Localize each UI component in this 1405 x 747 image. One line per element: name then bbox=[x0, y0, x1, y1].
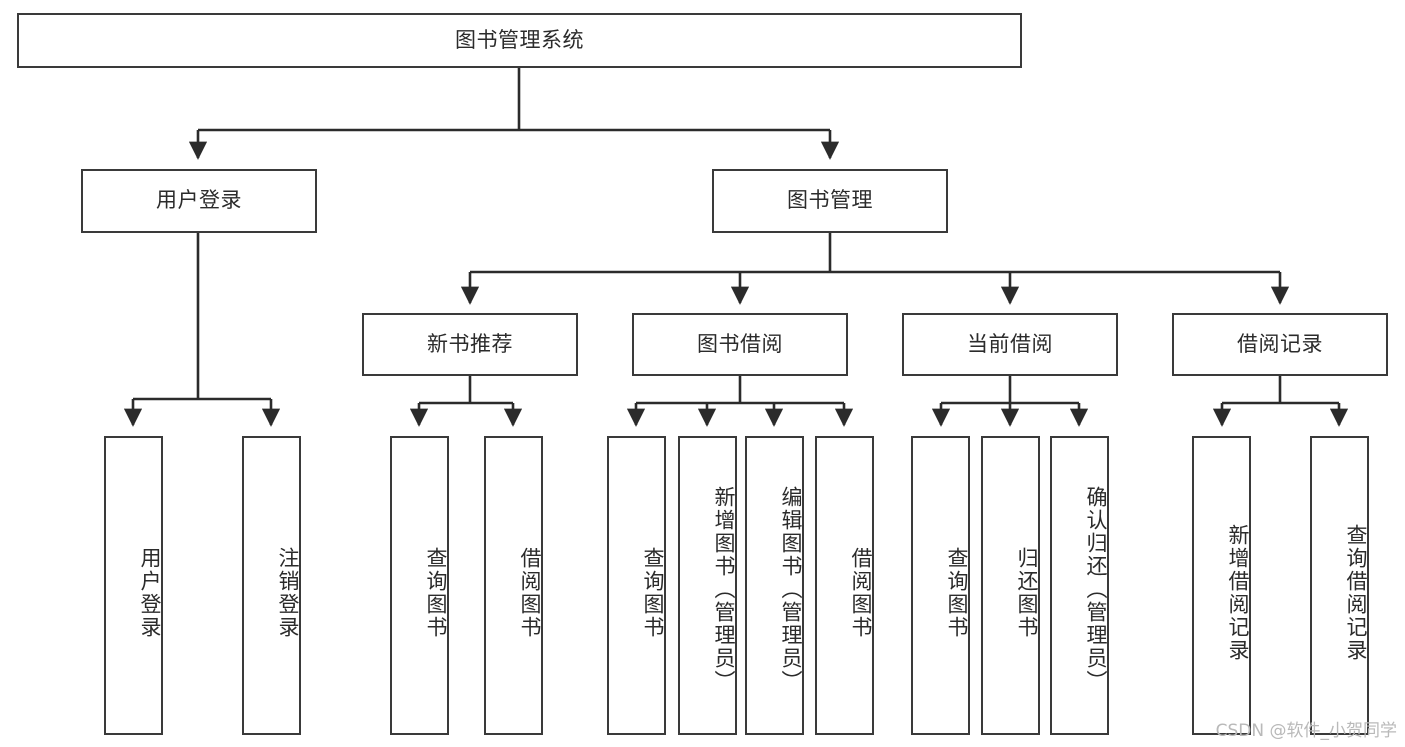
node-book-management[interactable]: 图书管理 bbox=[712, 169, 948, 233]
node-leaf-confirm-return-admin[interactable]: 确认归还（管理员） bbox=[1050, 436, 1109, 735]
node-leaf-logout[interactable]: 注销登录 bbox=[242, 436, 301, 735]
node-label: 查询借阅记录 bbox=[1344, 523, 1368, 662]
node-label: 图书管理 bbox=[787, 188, 873, 213]
node-label: 图书借阅 bbox=[697, 331, 783, 356]
node-leaf-borrow-books-borrow[interactable]: 借阅图书 bbox=[815, 436, 874, 735]
node-label: 新增图书（管理员） bbox=[712, 486, 736, 693]
node-leaf-query-books-newbook[interactable]: 查询图书 bbox=[390, 436, 449, 735]
node-leaf-query-borrow-record[interactable]: 查询借阅记录 bbox=[1310, 436, 1369, 735]
node-leaf-add-borrow-record[interactable]: 新增借阅记录 bbox=[1192, 436, 1251, 735]
node-leaf-borrow-books-newbook[interactable]: 借阅图书 bbox=[484, 436, 543, 735]
node-root-book-management-system[interactable]: 图书管理系统 bbox=[17, 13, 1022, 68]
node-leaf-query-books-borrow[interactable]: 查询图书 bbox=[607, 436, 666, 735]
node-label: 借阅记录 bbox=[1237, 331, 1323, 356]
node-label: 查询图书 bbox=[424, 546, 448, 639]
node-label: 新书推荐 bbox=[427, 331, 513, 356]
node-label: 确认归还（管理员） bbox=[1084, 486, 1108, 693]
node-label: 图书管理系统 bbox=[455, 27, 584, 52]
node-leaf-edit-book-admin[interactable]: 编辑图书（管理员） bbox=[745, 436, 804, 735]
node-user-login[interactable]: 用户登录 bbox=[81, 169, 317, 233]
connector-lines bbox=[123, 68, 1349, 427]
node-leaf-add-book-admin[interactable]: 新增图书（管理员） bbox=[678, 436, 737, 735]
node-label: 用户登录 bbox=[138, 546, 162, 639]
node-label: 用户登录 bbox=[156, 188, 242, 213]
node-label: 借阅图书 bbox=[518, 546, 542, 639]
node-label: 新增借阅记录 bbox=[1226, 523, 1250, 662]
node-label: 查询图书 bbox=[641, 546, 665, 639]
node-leaf-user-login[interactable]: 用户登录 bbox=[104, 436, 163, 735]
node-current-borrowing[interactable]: 当前借阅 bbox=[902, 313, 1118, 376]
node-label: 借阅图书 bbox=[849, 546, 873, 639]
node-leaf-query-books-current[interactable]: 查询图书 bbox=[911, 436, 970, 735]
node-leaf-return-books[interactable]: 归还图书 bbox=[981, 436, 1040, 735]
node-label: 编辑图书（管理员） bbox=[779, 486, 803, 693]
node-label: 归还图书 bbox=[1015, 546, 1039, 639]
node-label: 当前借阅 bbox=[967, 331, 1053, 356]
node-label: 查询图书 bbox=[945, 546, 969, 639]
node-borrowing-records[interactable]: 借阅记录 bbox=[1172, 313, 1388, 376]
node-label: 注销登录 bbox=[276, 546, 300, 639]
node-new-book-recommendation[interactable]: 新书推荐 bbox=[362, 313, 578, 376]
node-book-borrowing[interactable]: 图书借阅 bbox=[632, 313, 848, 376]
